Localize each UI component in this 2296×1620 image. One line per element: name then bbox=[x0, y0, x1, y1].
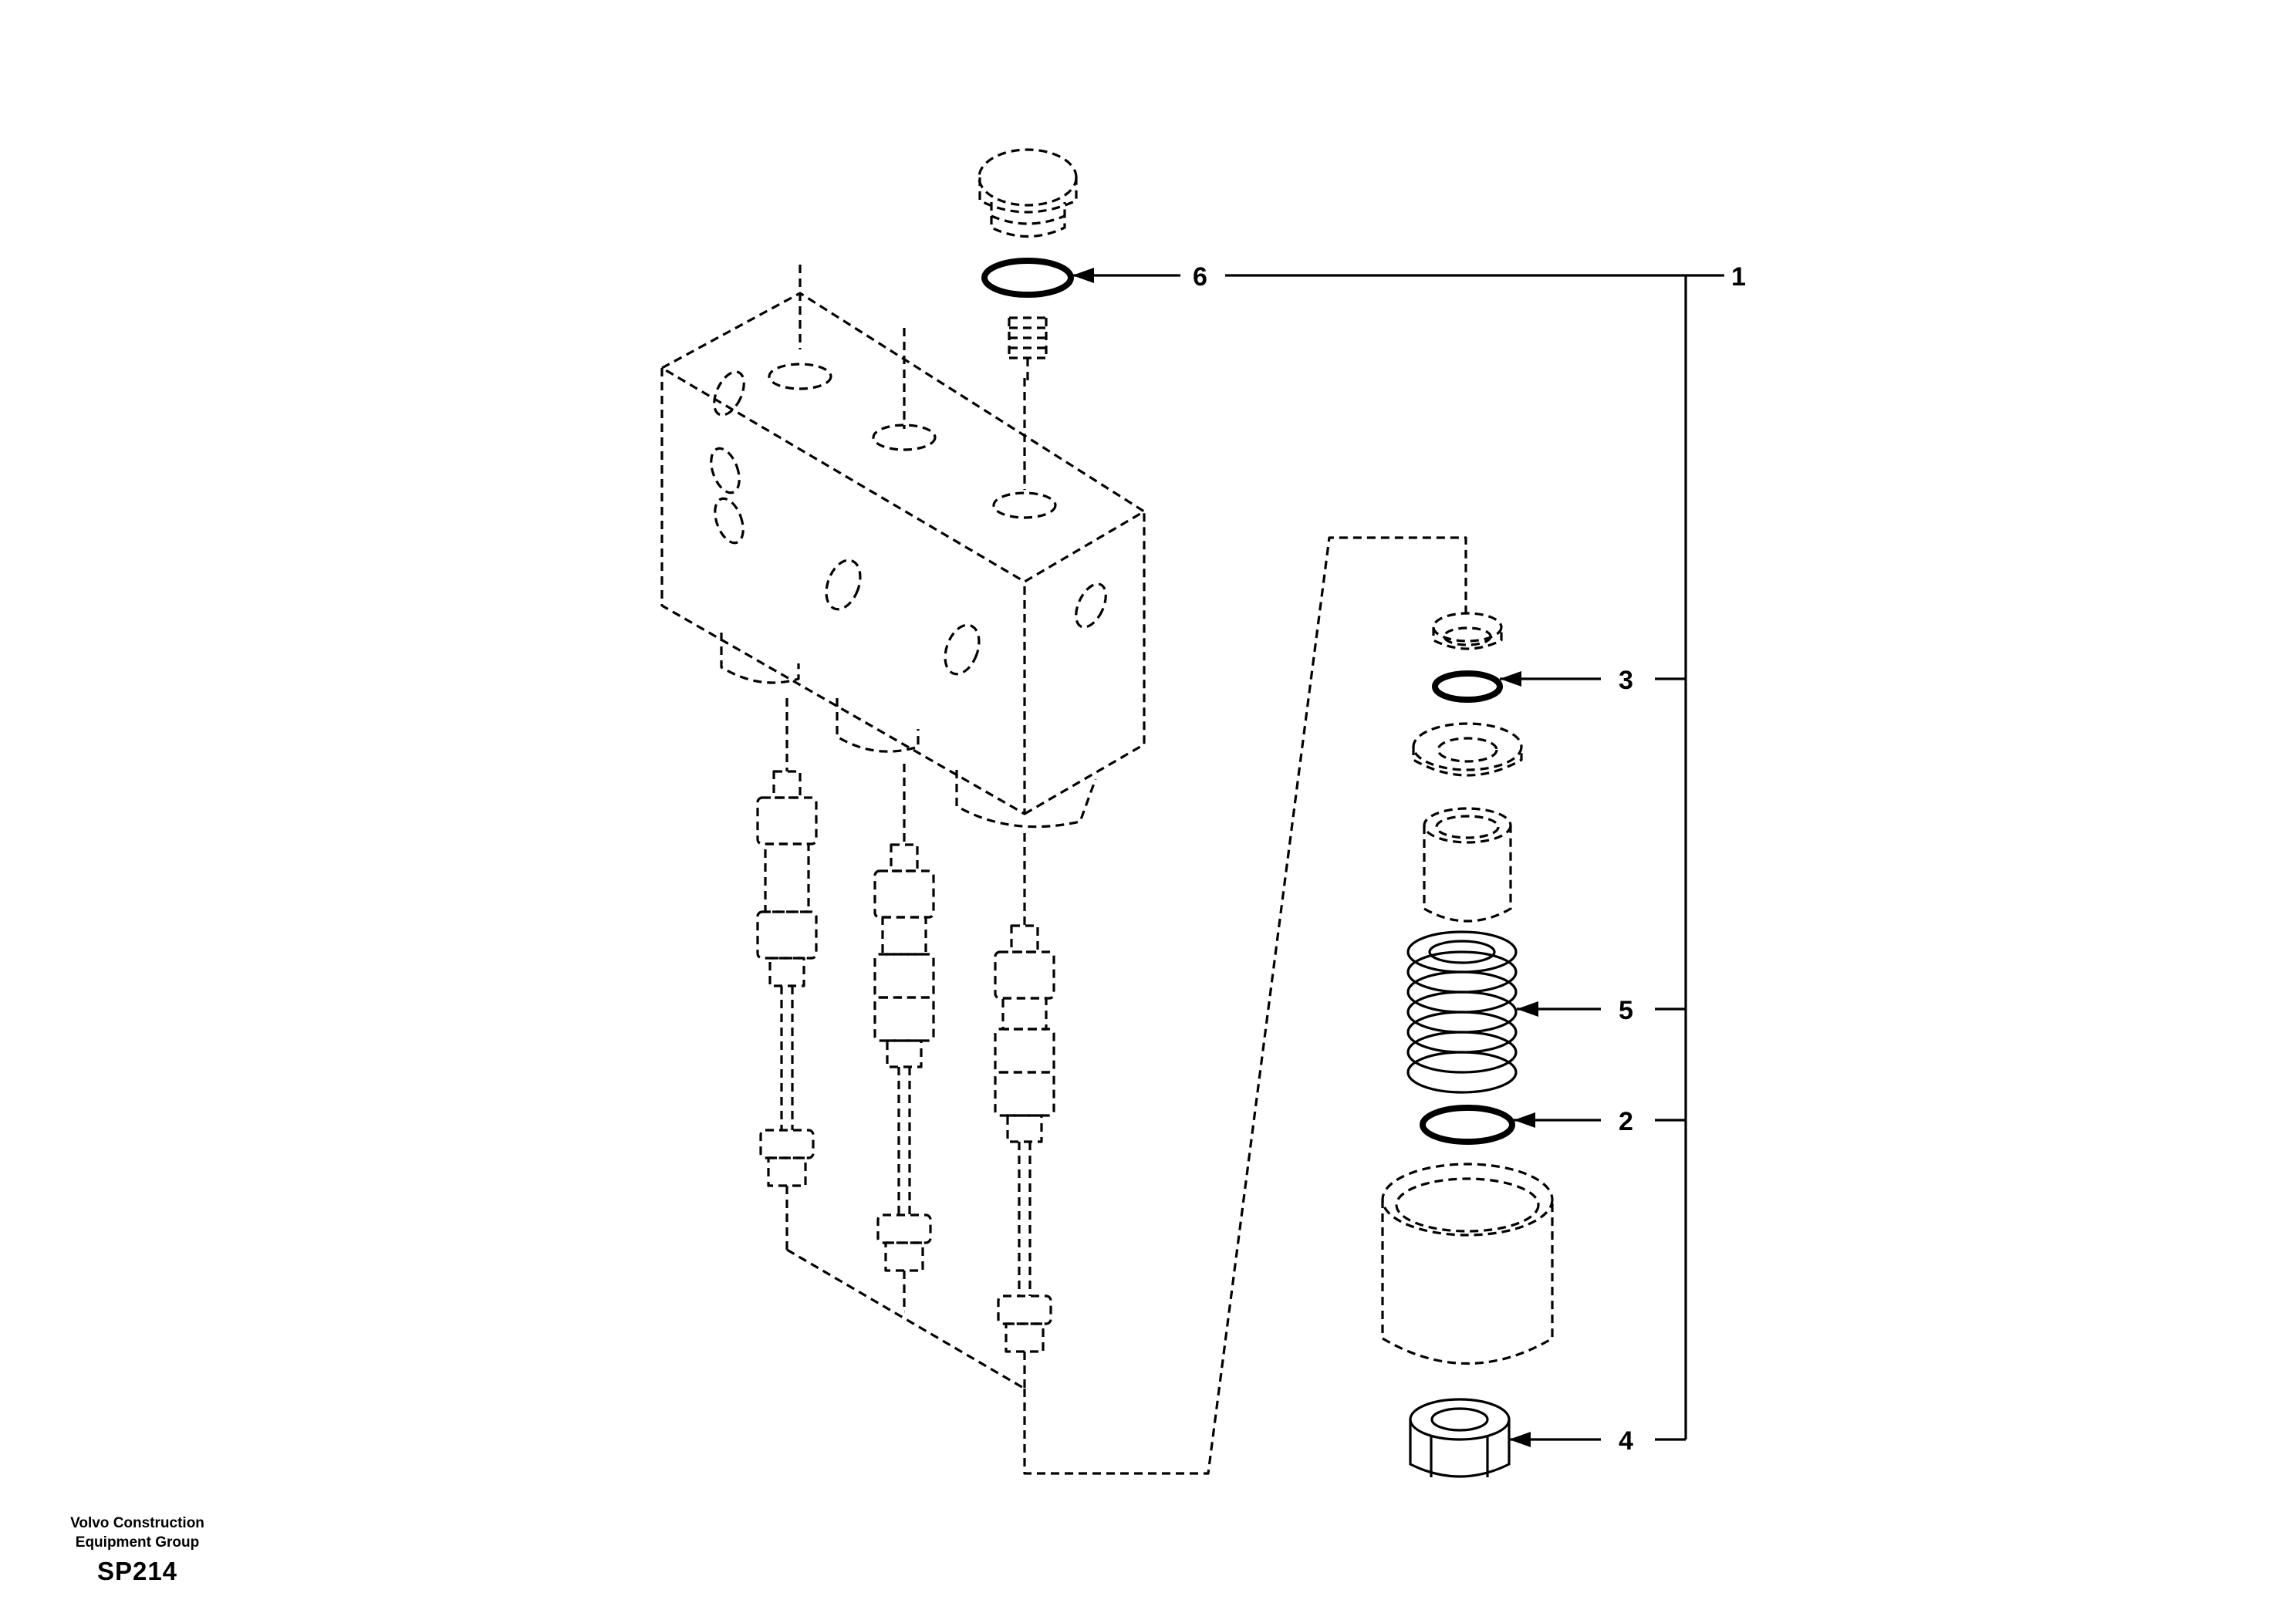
company-name-line1: Volvo Construction bbox=[70, 1515, 204, 1531]
company-name-line2: Equipment Group bbox=[75, 1534, 200, 1551]
spool-rod-2 bbox=[873, 764, 935, 1311]
callout-1: 1 bbox=[1731, 262, 1746, 292]
cap-plug bbox=[977, 148, 1078, 238]
footer-block: Volvo Construction Equipment Group SP214 bbox=[45, 1514, 230, 1586]
o-ring-6 bbox=[981, 258, 1074, 298]
callout-leaders bbox=[1072, 268, 1724, 1447]
callout-5: 5 bbox=[1619, 996, 1633, 1025]
spool-rod-1 bbox=[756, 698, 818, 1250]
callout-2: 2 bbox=[1619, 1107, 1633, 1136]
o-ring-3 bbox=[1432, 670, 1503, 703]
sheet-code: SP214 bbox=[96, 1557, 178, 1585]
hex-nut-4 bbox=[1409, 1398, 1511, 1478]
callout-6: 6 bbox=[1193, 262, 1207, 292]
spring-5 bbox=[1406, 930, 1518, 1094]
washer bbox=[1412, 722, 1523, 777]
seat-top bbox=[1432, 612, 1503, 650]
callout-3: 3 bbox=[1619, 666, 1633, 695]
housing-cup bbox=[1381, 1163, 1554, 1365]
phantom-assembly-lines bbox=[786, 536, 1467, 1475]
spool-rod-3 bbox=[994, 833, 1055, 1389]
small-spring bbox=[1008, 316, 1048, 386]
valve-block bbox=[660, 265, 1146, 829]
callout-4: 4 bbox=[1619, 1426, 1633, 1456]
o-ring-2 bbox=[1420, 1105, 1515, 1145]
sleeve bbox=[1423, 807, 1512, 923]
